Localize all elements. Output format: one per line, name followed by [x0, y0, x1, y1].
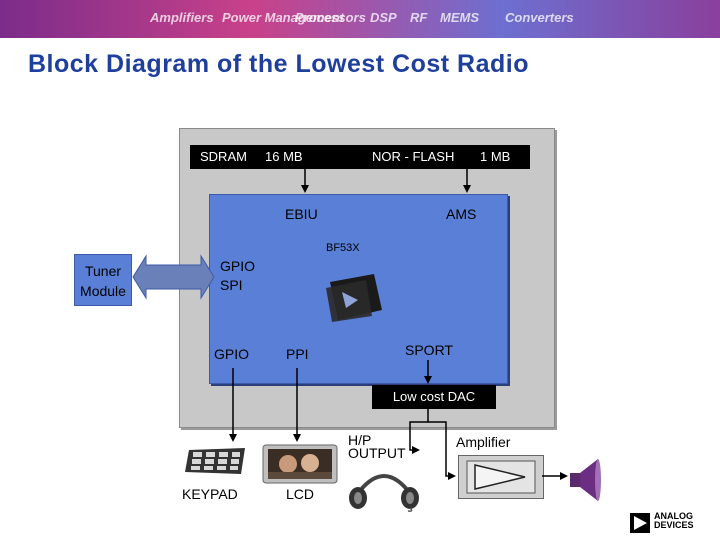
- dac-hp-connector: [410, 409, 428, 450]
- keypad-icon: [183, 446, 247, 476]
- logo-line-2: DEVICES: [654, 521, 694, 530]
- headphones-icon: [344, 462, 424, 512]
- dac-amp-connector: [428, 422, 452, 476]
- analog-devices-logo-icon: [630, 513, 650, 533]
- speaker-icon: [568, 456, 602, 504]
- lcd-icon: [262, 444, 338, 484]
- analog-devices-logo-text: ANALOG DEVICES: [654, 512, 694, 530]
- tuner-link-arrow: [133, 256, 214, 298]
